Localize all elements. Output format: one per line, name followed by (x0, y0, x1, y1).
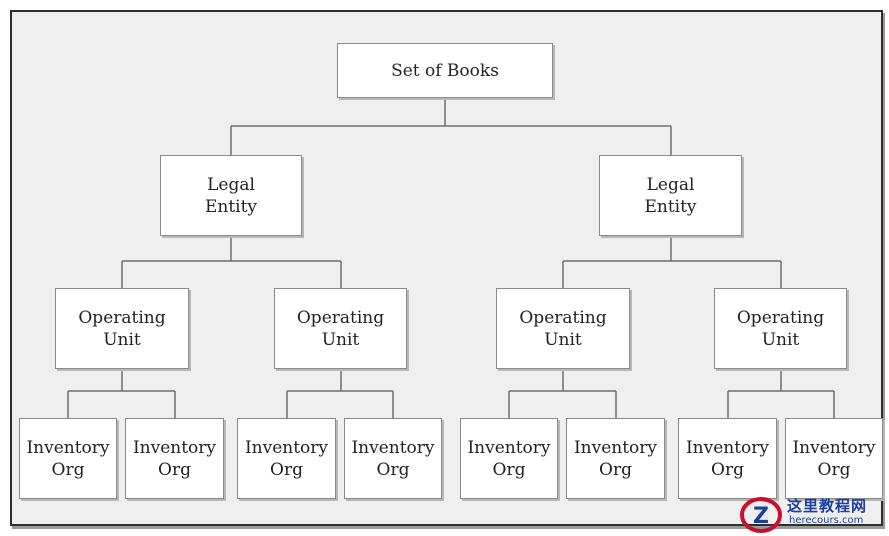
node-label: Inventory (351, 437, 435, 458)
node-label: Unit (321, 329, 360, 350)
site-watermark: Z 这里教程网 herecours.com (739, 494, 887, 534)
node-label: Operating (736, 307, 825, 328)
node-label: Org (270, 459, 303, 480)
node-label: Operating (519, 307, 607, 328)
logo-letter: Z (753, 504, 769, 529)
node-label: Org (51, 459, 85, 480)
node-label: Entity (204, 196, 258, 217)
node-label: Inventory (132, 437, 217, 458)
node-label: Operating (296, 307, 385, 328)
node-label: Org (158, 459, 191, 480)
node-label: Inventory (244, 437, 329, 458)
node-label: Inventory (573, 437, 658, 458)
set-of-books-node: Set of Books (337, 43, 553, 98)
node-label: Set of Books (391, 60, 499, 81)
node-label: Org (492, 459, 526, 480)
node-label: Unit (544, 329, 582, 350)
node-label: Inventory (792, 437, 876, 458)
node-label: Legal (646, 174, 695, 195)
node-label: Org (376, 459, 410, 480)
node-label: Org (599, 459, 632, 480)
node-label: Operating (78, 307, 166, 328)
node-label: Legal (207, 174, 255, 195)
site-logo-icon: Z (740, 497, 782, 533)
node-label: Inventory (26, 437, 110, 458)
site-url: herecours.com (789, 515, 864, 526)
node-label: Org (711, 459, 744, 480)
node-label: Unit (103, 329, 141, 350)
node-label: Inventory (685, 437, 770, 458)
node-label: Org (817, 459, 851, 480)
site-name: 这里教程网 (787, 497, 868, 515)
node-label: Entity (644, 196, 697, 217)
node-label: Unit (761, 329, 800, 350)
node-label: Inventory (467, 437, 551, 458)
